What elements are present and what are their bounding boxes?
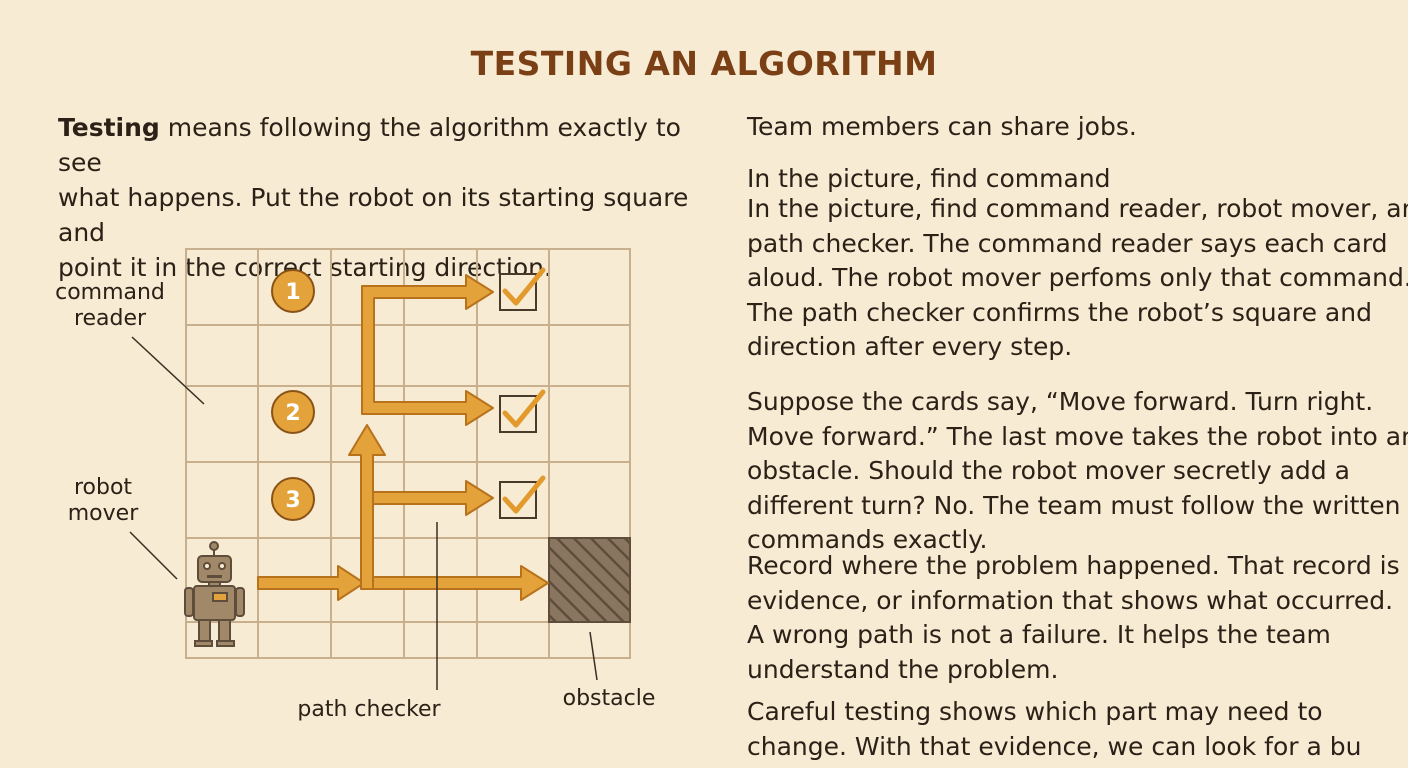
checkbox-icon (499, 389, 546, 433)
page-title: TESTING AN ALGORITHM (470, 44, 938, 83)
paragraph-line: Record where the problem happened. That … (747, 551, 1400, 580)
arrow-right-icon (361, 565, 549, 601)
grid-border (185, 248, 631, 659)
paragraph-line: change. With that evidence, we can look … (747, 731, 1362, 761)
step-circle (271, 477, 315, 521)
leader-line (129, 531, 178, 580)
path-arrows (257, 274, 549, 601)
paragraph-line: understand the problem. (747, 654, 1059, 684)
arrow-up-icon (348, 424, 386, 590)
paragraph-line: commands exactly. (747, 525, 988, 554)
step-number: 2 (285, 401, 300, 426)
step-markers: 1 2 3 (271, 269, 315, 521)
paragraph-roles: In the picture, find command reader, rob… (747, 192, 1408, 365)
paragraph-line: aloud. The robot mover perfoms only that… (747, 263, 1408, 292)
intro-line-1: means following the algorithm exactly to… (58, 113, 681, 177)
checkbox-icon (499, 267, 546, 311)
arrow-right-icon (257, 565, 365, 601)
paragraph-line: In the picture, find command reader, rob… (747, 194, 1408, 223)
checkbox-icon (499, 475, 546, 519)
step-circle (271, 390, 315, 434)
paragraph-fragment: In the picture, find command (747, 164, 1111, 193)
arrow-right-icon (372, 480, 494, 516)
label-command: command (55, 280, 165, 305)
paragraph-line: Suppose the cards say, “Move forward. Tu… (747, 387, 1374, 416)
label-reader: reader (74, 306, 147, 331)
paragraph-evidence: Record where the problem happened. That … (747, 549, 1400, 687)
step-number: 1 (285, 280, 300, 305)
paragraph-line: path checker. The command reader says ea… (747, 228, 1388, 258)
paragraph-line: direction after every step. (747, 332, 1073, 361)
obstacle-square (548, 537, 631, 623)
step-number: 3 (285, 488, 300, 513)
label-robot: robot (74, 475, 132, 500)
paragraph-line: A wrong path is not a failure. It helps … (747, 620, 1331, 649)
step-circle (271, 269, 315, 313)
leader-lines (129, 336, 598, 690)
robot-icon (184, 541, 245, 647)
paragraph-line: obstacle. Should the robot mover secretl… (747, 456, 1350, 485)
intro-bold-term: Testing (58, 113, 160, 142)
paragraph-line: different turn? No. The team must follow… (747, 490, 1401, 520)
paragraph-line: The path checker confirms the robot’s sq… (747, 297, 1372, 327)
paragraph-conclusion: Careful testing shows which part may nee… (747, 695, 1387, 764)
leader-line (131, 336, 205, 405)
bracket-path-icon (361, 274, 494, 426)
label-path-checker: path checker (297, 697, 441, 722)
check-marks (499, 267, 546, 519)
paragraph-example: Suppose the cards say, “Move forward. Tu… (747, 385, 1408, 558)
label-mover: mover (68, 501, 139, 526)
label-obstacle: obstacle (563, 686, 656, 711)
grid-diagram: 1 2 3 command reader robot mover path ch… (55, 248, 656, 722)
paragraph-share-jobs: Team members can share jobs. (747, 112, 1137, 141)
leader-line (589, 631, 598, 681)
intro-paragraph: Testing means following the algorithm ex… (58, 110, 698, 285)
paragraph-line: Move forward.” The last move takes the r… (747, 421, 1408, 451)
intro-line-2: what happens. Put the robot on its start… (58, 183, 689, 247)
paragraph-line: evidence, or information that shows what… (747, 585, 1394, 615)
paragraph-line: Careful testing shows which part may nee… (747, 697, 1323, 726)
